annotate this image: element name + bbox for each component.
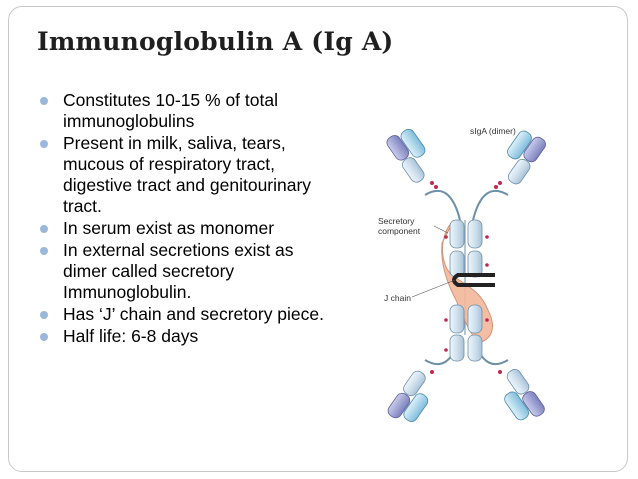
bullet-icon [40,311,48,319]
upper-right-fab [507,130,546,185]
lower-left-fab [387,370,429,422]
siga-label: sIgA (dimer) [470,126,516,136]
bullet-item: In external secretions exist as dimer ca… [40,240,340,303]
bullet-icon [40,97,48,105]
bullet-text: Half life: 6-8 days [63,326,199,346]
bullet-icon [40,225,48,233]
bullet-icon [40,140,48,148]
bullet-text: In external secretions exist as dimer ca… [63,240,294,302]
siga-dimer-diagram [386,128,546,422]
disulfide-bonds [430,181,502,374]
bullet-item: Present in milk, saliva, tears, mucous o… [40,133,340,217]
secretory-label-line1: Secretory [378,216,415,226]
bullet-icon [40,333,48,341]
bullet-item: Half life: 6-8 days [40,326,340,347]
jchain-label: J chain [384,293,411,303]
bullet-list: Constitutes 10-15 % of total immunoglobu… [40,90,340,348]
label-pointers [411,225,456,298]
bullet-icon [40,247,48,255]
hinge-lines [424,189,509,366]
upper-left-fab [386,128,426,183]
bullet-item: Constitutes 10-15 % of total immunoglobu… [40,90,340,132]
upper-fc [449,219,483,278]
secretory-component [441,219,493,344]
slide-title: Immunoglobulin A (Ig A) [37,27,394,56]
lower-fc [449,304,483,362]
bullet-text: Present in milk, saliva, tears, mucous o… [63,133,312,216]
secretory-label-line2: component [378,226,421,236]
bullet-text: In serum exist as monomer [63,218,275,238]
siga-dimer-figure: sIgA (dimer) Secretory component J chain [370,125,565,430]
lower-right-fab [504,369,545,421]
bullet-text: Constitutes 10-15 % of total immunoglobu… [63,90,278,131]
bullet-item: In serum exist as monomer [40,218,340,239]
bullet-item: Has ‘J’ chain and secretory piece. [40,304,340,325]
j-chain [452,273,495,287]
bullet-text: Has ‘J’ chain and secretory piece. [63,304,325,324]
